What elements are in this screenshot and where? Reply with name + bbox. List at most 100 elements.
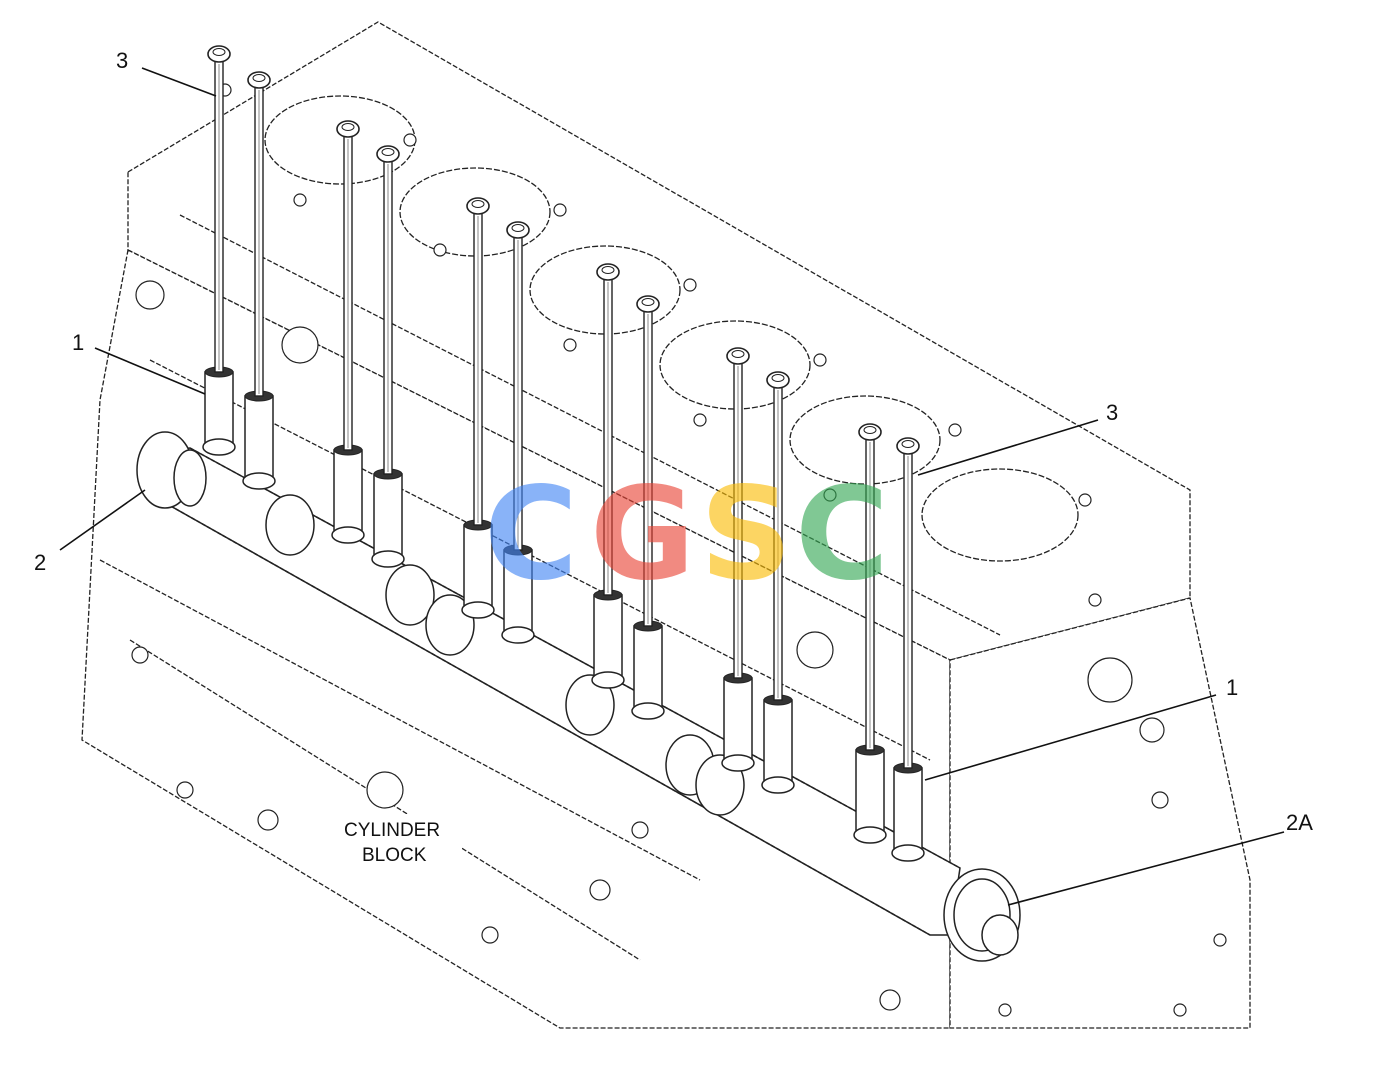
leader-line-2a-right: [1007, 831, 1285, 906]
bolt-hole: [481, 926, 499, 944]
bolt-hole: [631, 821, 649, 839]
leader-lines: [59, 67, 1285, 906]
pushrod-cup: [471, 200, 485, 208]
callout-3-right: 3: [1106, 400, 1118, 425]
bolt-hole: [1173, 1003, 1187, 1017]
pushrod-assembly: [242, 71, 276, 490]
cylinder-block-label: CYLINDER BLOCK: [340, 814, 462, 866]
bolt-hole: [589, 879, 611, 901]
bolt-hole: [1213, 933, 1227, 947]
lifter: [463, 524, 493, 611]
pushrod-assembly: [891, 437, 925, 862]
pushrod-assembly: [461, 197, 495, 619]
pushrod-group: [202, 45, 925, 862]
lifter-foot: [853, 826, 887, 844]
bolt-hole: [683, 278, 697, 292]
bolt-hole: [1088, 593, 1102, 607]
camshaft-end-2a: [943, 868, 1021, 962]
bolt-hole: [131, 646, 149, 664]
pushrod-assembly: [501, 221, 535, 644]
pushrod-cup: [641, 298, 655, 306]
cam-lobes: [265, 494, 745, 816]
bolt-hole: [998, 1003, 1012, 1017]
cylinder-block-label-line1: CYLINDER: [344, 820, 440, 841]
bolt-hole: [433, 243, 447, 257]
cam-lobe: [385, 564, 435, 626]
bolt-hole: [281, 326, 319, 364]
camshaft: [136, 431, 1021, 962]
pushrod-assembly: [853, 423, 887, 844]
lifter: [723, 677, 753, 764]
cylinder-bores: [264, 95, 1079, 562]
leader-line-3-right: [917, 419, 1099, 476]
bolt-hole: [879, 989, 901, 1011]
lifter-foot: [591, 671, 625, 689]
lifter-foot: [891, 844, 925, 862]
callout-2-left: 2: [34, 550, 46, 575]
pushrod-assembly: [721, 347, 755, 772]
pushrod-cup: [901, 440, 915, 448]
lifter: [204, 371, 234, 448]
lifter: [373, 473, 403, 560]
bolt-hole: [1078, 493, 1092, 507]
cylinder-bore: [921, 468, 1079, 562]
pushrod-cup: [341, 123, 355, 131]
watermark-letter-s: S: [700, 460, 792, 609]
bolt-hole: [1087, 657, 1133, 703]
leader-line-1-right: [924, 694, 1217, 781]
lifter-foot: [202, 438, 236, 456]
lifter-foot: [331, 526, 365, 544]
block-end-face: [949, 597, 1251, 1029]
pushrod-assembly: [331, 120, 365, 544]
pushrod-cup: [771, 374, 785, 382]
bolt-hole: [257, 809, 279, 831]
lifter: [763, 699, 793, 786]
watermark-letter-c2: C: [795, 460, 889, 609]
pushrod-assembly: [371, 145, 405, 568]
bolt-hole: [553, 203, 567, 217]
pushrod-assembly: [202, 45, 236, 456]
callout-1-left: 1: [72, 330, 84, 355]
pushrod-cup: [511, 224, 525, 232]
watermark-letter-g: G: [590, 460, 695, 609]
callout-2a-right: 2A: [1286, 810, 1313, 835]
lifter-foot: [761, 776, 795, 794]
pushrod-cup: [212, 48, 226, 56]
bolt-hole: [135, 280, 165, 310]
bolt-hole: [403, 133, 417, 147]
callout-labels: 3 1 2 3 1 2A: [34, 48, 1313, 835]
lifter: [333, 449, 363, 536]
bolt-hole: [813, 353, 827, 367]
bolt-hole: [796, 631, 834, 669]
pushrod-assembly: [761, 371, 795, 794]
lifter: [855, 749, 885, 836]
leader-line-3-top: [141, 67, 217, 97]
bolt-hole: [563, 338, 577, 352]
pushrod-cup: [252, 74, 266, 82]
lifter: [893, 767, 923, 854]
callout-1-right: 1: [1226, 675, 1238, 700]
pushrod-assembly: [591, 263, 625, 689]
bolt-hole: [823, 488, 837, 502]
bolt-hole: [293, 193, 307, 207]
bolt-hole: [176, 781, 194, 799]
lifter: [244, 395, 274, 482]
cam-lobe: [265, 494, 315, 556]
lifter-foot: [242, 472, 276, 490]
lifter-foot: [721, 754, 755, 772]
bolt-hole: [366, 771, 404, 809]
pushrod-cup: [381, 148, 395, 156]
pushrod-cup: [863, 426, 877, 434]
callout-3-top: 3: [116, 48, 128, 73]
lifter-foot: [501, 626, 535, 644]
pushrod-cup: [601, 266, 615, 274]
lifter-foot: [631, 702, 665, 720]
bolt-hole: [1151, 791, 1169, 809]
cylinder-block-label-line2: BLOCK: [362, 845, 427, 866]
bolt-hole: [1139, 717, 1165, 743]
cgsc-watermark: C G S C: [484, 460, 889, 609]
lifter-foot: [371, 550, 405, 568]
camshaft-end-2: [136, 431, 207, 509]
cam-lobe: [565, 674, 615, 736]
